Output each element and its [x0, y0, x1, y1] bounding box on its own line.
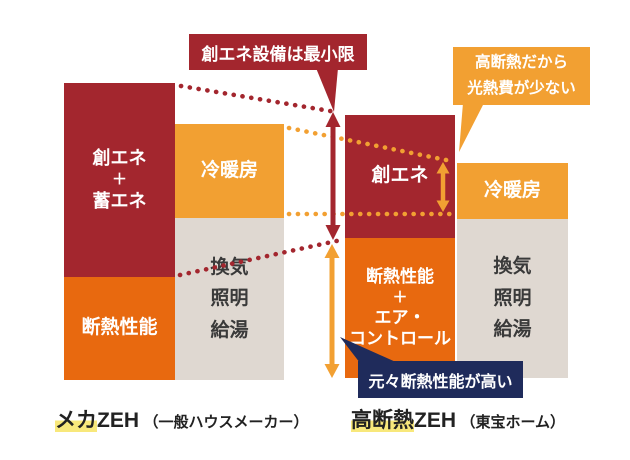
utilities-bar-right: 換気 照明 給湯 — [457, 219, 568, 378]
bar-label-line: 給湯 — [210, 319, 249, 341]
bar-label: 創エネ — [371, 165, 429, 187]
bar-label: 断熱性能 — [81, 317, 158, 339]
bar-label-line: 断熱性能 — [366, 266, 434, 286]
hvac-bar-left: 冷暖房 — [175, 124, 284, 218]
caption-note: （一般ハウスメーカー） — [143, 414, 309, 431]
callout-tail-orange — [459, 103, 484, 152]
bar-label-plus: ＋ — [392, 288, 408, 306]
callout-text: 創エネ設備は最小限 — [201, 44, 355, 64]
bar-label-line: エア・ — [374, 307, 426, 327]
caption-name: ZEH — [97, 409, 139, 432]
utilities-bar-left: 換気 照明 給湯 — [175, 218, 284, 380]
insulation-air-control-bar: 断熱性能 ＋ エア・ コントロール — [345, 238, 455, 378]
callout-text-line: 高断熱だから — [474, 54, 568, 72]
callout-text: 元々断熱性能が高い — [368, 373, 513, 391]
caption-high-insulation-zeh: 高断熱ZEH （東宝ホーム） — [351, 404, 565, 434]
bar-label-line: 照明 — [210, 288, 249, 310]
bar-label: 冷暖房 — [483, 179, 541, 201]
caption-mecha-zeh: メカZEH （一般ハウスメーカー） — [55, 404, 308, 434]
bar-label-line: コントロール — [349, 329, 451, 349]
bar-label: 冷暖房 — [200, 159, 258, 181]
energy-generation-storage-bar: 創エネ ＋ 蓄エネ — [64, 83, 175, 277]
caption-note: （東宝ホーム） — [460, 414, 566, 431]
dotted-line-red-top — [178, 83, 339, 115]
bar-label-line: 創エネ — [92, 148, 147, 169]
energy-generation-bar-right: 創エネ — [345, 115, 455, 238]
callout-minimal-equipment: 創エネ設備は最小限 — [189, 34, 367, 70]
callout-originally-high-insulation: 元々断熱性能が高い — [358, 361, 523, 398]
caption-highlighted-text: メカ — [55, 409, 97, 432]
bar-label-plus: ＋ — [111, 171, 127, 189]
caption-name: ZEH — [414, 409, 456, 432]
bar-label-line: 換気 — [210, 256, 249, 278]
red-double-arrow-icon — [325, 112, 341, 240]
hvac-bar-right: 冷暖房 — [457, 163, 568, 219]
bar-label-line: 給湯 — [493, 319, 532, 341]
callout-text-line: 光熱費が少ない — [467, 80, 576, 97]
insulation-performance-bar-left: 断熱性能 — [64, 277, 175, 380]
bar-label-line: 蓄エネ — [92, 190, 147, 211]
bar-label-line: 照明 — [493, 287, 532, 309]
callout-low-utility-cost: 高断熱だから 光熱費が少ない — [453, 47, 590, 105]
bar-label-line: 換気 — [493, 256, 532, 278]
callout-tail-red — [316, 68, 338, 112]
orange-double-arrow-large-icon — [324, 244, 340, 378]
caption-highlighted-text: 高断熱 — [351, 409, 414, 432]
